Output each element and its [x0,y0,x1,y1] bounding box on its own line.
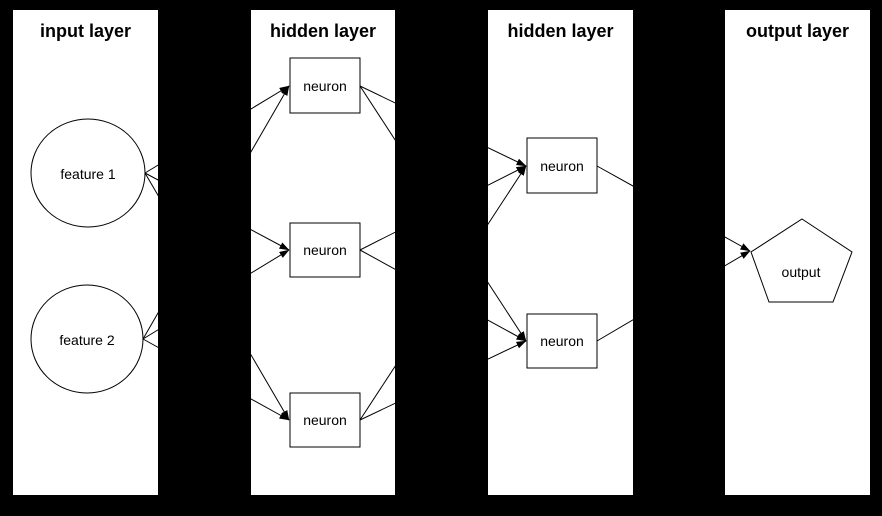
node-label-hidden1-neuron-3: neuron [303,412,347,428]
node-label-hidden1-neuron-2: neuron [303,242,347,258]
layer-title-hidden1: hidden layer [270,21,376,41]
node-label-feature-2: feature 2 [59,332,114,348]
layer-title-hidden2: hidden layer [507,21,613,41]
node-label-hidden2-neuron-2: neuron [540,333,584,349]
layer-titles: input layer hidden layer hidden layer outpu… [40,21,849,41]
node-feature-1 [30,118,146,228]
nodes: feature 1 feature 2 neuron neuron neuron neur… [30,57,853,448]
node-hidden1-neuron-2 [289,222,361,278]
node-output-node [750,218,853,303]
layer-title-output: output layer [746,21,849,41]
layer-panel-hidden2 [488,10,633,495]
node-label-hidden2-neuron-1: neuron [540,158,584,174]
layer-panel-input [13,10,158,495]
node-feature-2 [30,284,144,394]
node-hidden2-neuron-1 [526,137,598,194]
node-hidden2-neuron-2 [526,313,598,369]
node-label-feature-1: feature 1 [60,166,115,182]
node-hidden1-neuron-1 [289,57,361,114]
layer-title-input: input layer [40,21,131,41]
node-label-output-node: output [782,264,821,280]
node-label-hidden1-neuron-1: neuron [303,78,347,94]
node-hidden1-neuron-3 [289,392,361,448]
